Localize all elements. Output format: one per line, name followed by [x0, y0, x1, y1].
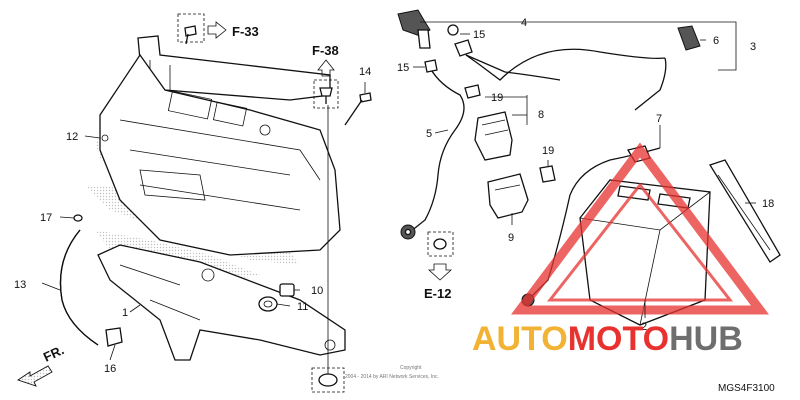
- callout-18: 18: [762, 198, 774, 210]
- battery-cables: [397, 9, 737, 307]
- f38-arrow-icon: [317, 59, 335, 77]
- front-label: FR.: [41, 342, 66, 364]
- front-arrow-icon: [16, 365, 53, 387]
- callout-6: 6: [713, 35, 719, 47]
- callout-4: 4: [521, 17, 527, 29]
- callout-17: 17: [40, 212, 52, 224]
- e12-arrow-icon: [427, 263, 453, 281]
- svg-text:AUTOMOTOHUB: AUTOMOTOHUB: [472, 320, 743, 358]
- callout-14: 14: [359, 66, 371, 78]
- watermark-triangle: [511, 142, 769, 315]
- ref-f38: F-38: [312, 43, 339, 58]
- watermark-moto: MOTO: [568, 320, 669, 358]
- copyright-line-1: Copyright: [400, 365, 422, 371]
- copyright-line-2: 2004 - 2014 by ARI Network Services, Inc…: [345, 374, 439, 380]
- callout-16: 16: [104, 363, 116, 375]
- callout-3: 3: [750, 41, 756, 53]
- callout-5: 5: [426, 128, 432, 140]
- ref-e12: E-12: [424, 286, 451, 301]
- callout-15-left: 15: [397, 62, 409, 74]
- callout-10: 10: [311, 285, 323, 297]
- drawing-code: MGS4F3100: [718, 383, 775, 394]
- watermark-hub: HUB: [669, 320, 743, 358]
- watermark-auto: AUTO: [472, 320, 568, 358]
- callout-19-relay: 19: [491, 92, 503, 104]
- ref-f33: F-33: [232, 24, 259, 39]
- f33-arrow-icon: [207, 21, 227, 39]
- callout-8: 8: [538, 109, 544, 121]
- automotohub-watermark: AUTOMOTOHUB: [472, 320, 743, 358]
- callout-19-clip: 19: [542, 145, 554, 157]
- battery-band: [709, 159, 781, 263]
- callout-15-top: 15: [473, 29, 485, 41]
- callout-7: 7: [656, 113, 662, 125]
- leader-lines: [41, 33, 756, 361]
- callout-13: 13: [14, 279, 26, 291]
- callout-12: 12: [66, 131, 78, 143]
- callout-1: 1: [122, 307, 128, 319]
- callouts: 1 2 3 4 5 6 7 8 9 10 11 12 13 14 15 15 1…: [14, 17, 774, 375]
- callout-11: 11: [297, 301, 308, 313]
- battery-tray-assembly: [59, 13, 372, 393]
- callout-9: 9: [508, 232, 514, 244]
- callout-2: 2: [641, 321, 647, 333]
